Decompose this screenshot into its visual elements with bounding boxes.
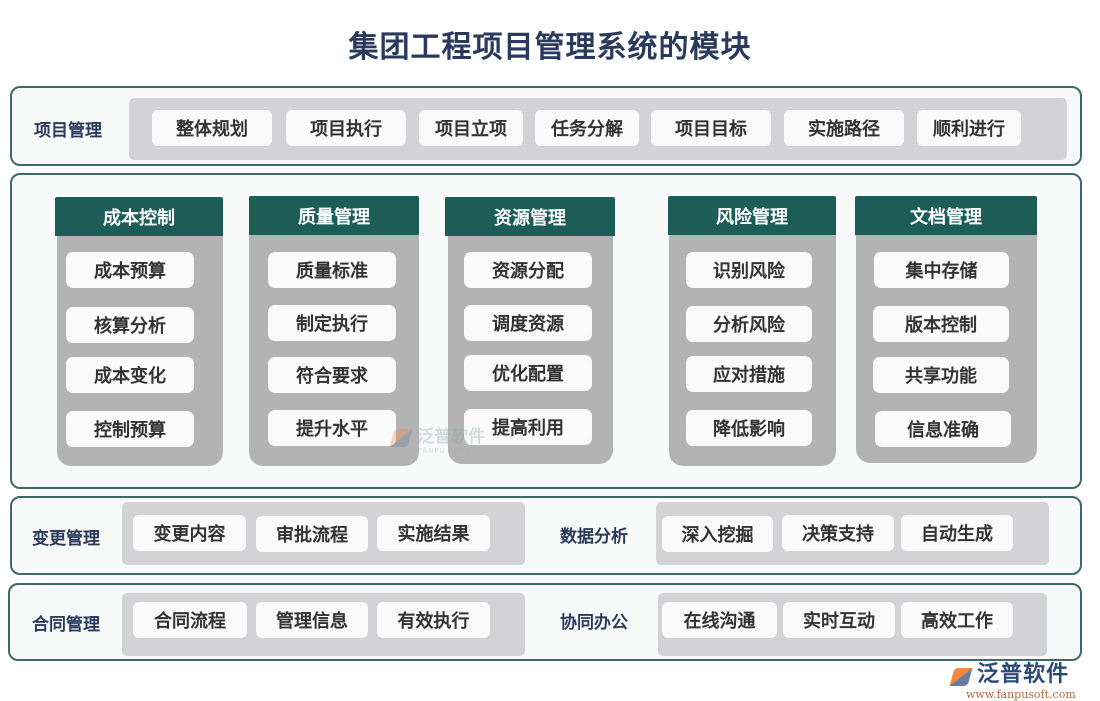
module-item: 成本预算 [66,252,194,288]
chip-implementation-result: 实施结果 [377,515,490,551]
contract-management-tray: 合同流程 管理信息 有效执行 [122,593,525,656]
module-item: 符合要求 [268,357,396,393]
chip-task-breakdown: 任务分解 [535,110,639,146]
chip-project-goal: 项目目标 [651,110,771,146]
module-item: 提升水平 [268,410,396,446]
module-header: 成本控制 [55,197,223,236]
module-item: 制定执行 [268,305,396,341]
module-item: 调度资源 [464,305,592,341]
contract-management-label: 合同管理 [32,615,100,635]
contract-collab-panel: 合同管理 合同流程 管理信息 有效执行 协同办公 在线沟通 实时互动 高效工作 [8,583,1082,661]
project-management-tray: 整体规划 项目执行 项目立项 任务分解 项目目标 实施路径 顺利进行 [129,98,1067,160]
chip-online-communication: 在线沟通 [662,602,777,638]
chip-decision-support: 决策支持 [782,515,894,551]
module-item: 分析风险 [686,306,812,342]
chip-overall-planning: 整体规划 [152,110,272,146]
module-item: 应对措施 [686,356,812,392]
chip-efficient-work: 高效工作 [901,602,1013,638]
fanpu-logo-icon [389,428,413,447]
watermark: 泛普软件 FANPU SOFT [389,422,485,455]
collaborative-office-label: 协同办公 [560,613,628,633]
chip-project-execution: 项目执行 [286,110,406,146]
data-analysis-tray: 深入挖掘 决策支持 自动生成 [656,502,1049,565]
module-item: 集中存储 [874,252,1009,288]
page-title: 集团工程项目管理系统的模块 [348,30,752,65]
brand-logo: 泛普软件 www.fanpusoft.com [949,656,1076,701]
change-data-panel: 变更管理 变更内容 审批流程 实施结果 数据分析 深入挖掘 决策支持 自动生成 [10,496,1082,575]
module-item: 版本控制 [873,306,1009,342]
chip-manage-information: 管理信息 [256,602,368,638]
fanpu-logo-icon [949,667,973,686]
chip-contract-process: 合同流程 [133,602,247,638]
module-header: 文档管理 [855,196,1037,235]
modules-panel: 成本控制 成本预算 核算分析 成本变化 控制预算 质量管理 质量标准 制定执行 … [10,173,1082,489]
data-analysis-label: 数据分析 [560,527,628,547]
module-item: 信息准确 [875,411,1011,447]
module-item: 优化配置 [464,355,592,391]
chip-implementation-path: 实施路径 [784,110,904,146]
module-item: 资源分配 [464,252,592,288]
change-management-label: 变更管理 [32,529,100,549]
module-item: 识别风险 [686,252,812,288]
module-item: 降低影响 [686,410,812,446]
collaborative-office-tray: 在线沟通 实时互动 高效工作 [658,593,1047,656]
project-management-label: 项目管理 [34,121,102,141]
chip-effective-execution: 有效执行 [377,602,490,638]
chip-approval-process: 审批流程 [256,516,368,552]
chip-project-initiation: 项目立项 [419,110,523,146]
module-item: 共享功能 [873,357,1009,393]
chip-deep-mining: 深入挖掘 [662,516,773,552]
project-management-panel: 项目管理 整体规划 项目执行 项目立项 任务分解 项目目标 实施路径 顺利进行 [10,86,1082,166]
module-header: 风险管理 [668,196,836,235]
module-header: 资源管理 [445,197,615,236]
module-item: 质量标准 [268,252,396,288]
chip-real-time-interaction: 实时互动 [783,602,895,638]
chip-auto-generate: 自动生成 [901,515,1013,551]
module-item: 控制预算 [66,411,194,447]
module-item: 成本变化 [66,357,194,393]
chip-change-content: 变更内容 [133,515,246,551]
module-item: 核算分析 [66,307,194,343]
module-header: 质量管理 [249,196,419,235]
module-item: 提高利用 [464,409,592,445]
chip-smooth-progress: 顺利进行 [917,110,1021,146]
brand-url: www.fanpusoft.com [966,688,1076,701]
change-management-tray: 变更内容 审批流程 实施结果 [122,502,525,565]
